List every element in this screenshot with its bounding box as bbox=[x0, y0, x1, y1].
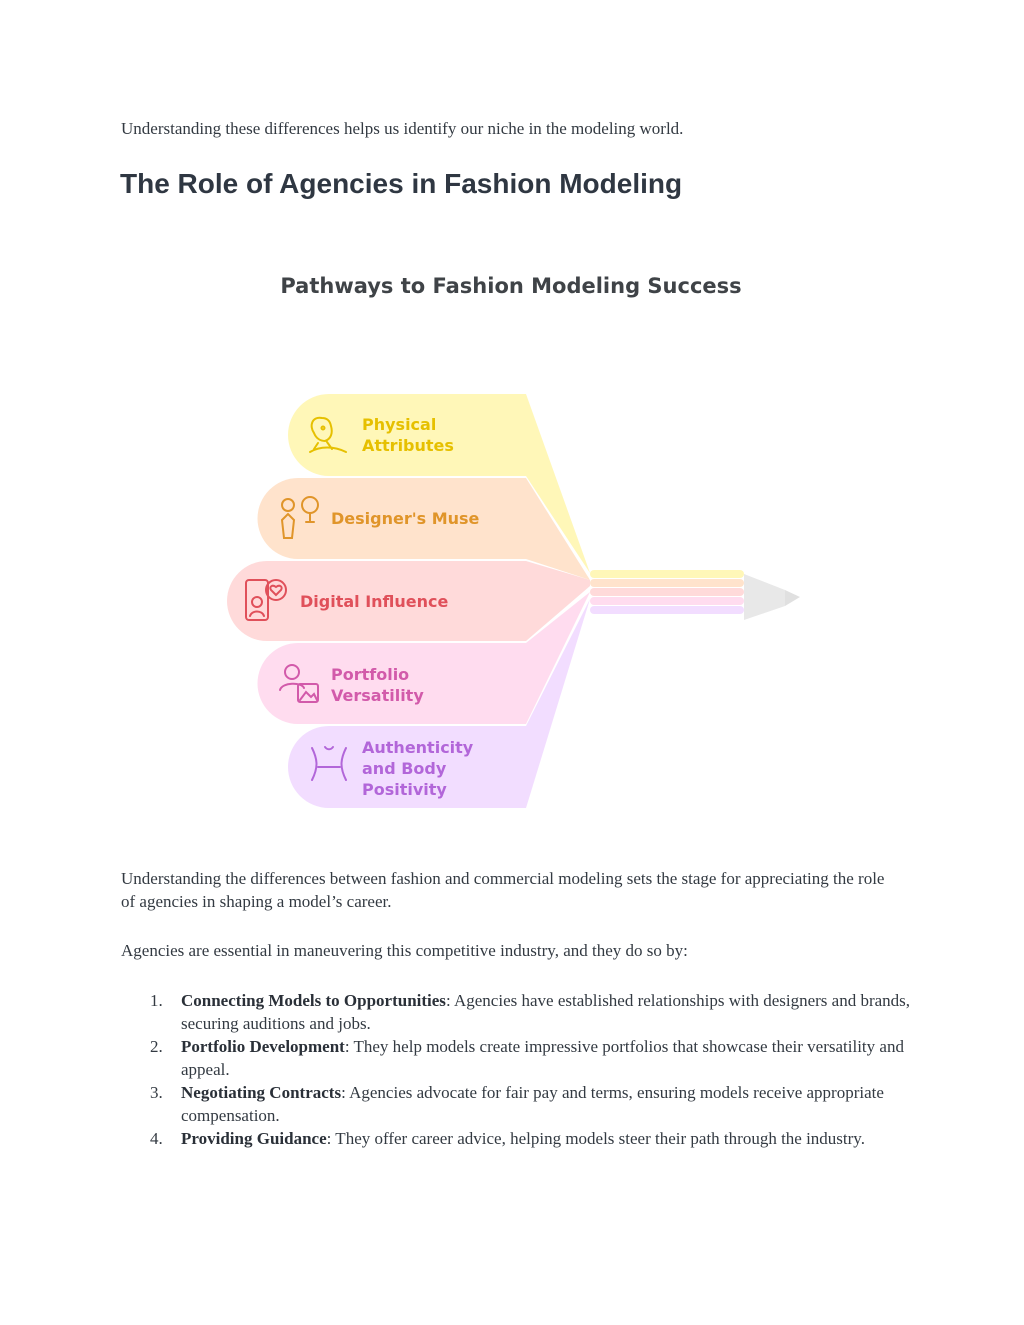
wedge-portfolio-versatility bbox=[526, 592, 590, 724]
wedge-physical-attributes bbox=[526, 394, 590, 573]
stripe-physical-attributes bbox=[590, 570, 744, 578]
stripe-portfolio-versatility bbox=[590, 597, 744, 605]
item-label-digital-influence: Digital Influence bbox=[300, 592, 449, 611]
list-item: 2. Portfolio Development: They help mode… bbox=[121, 1035, 911, 1081]
item-digital-influence bbox=[227, 561, 526, 641]
item-label-physical-attributes: Physical Attributes bbox=[362, 415, 454, 455]
paragraph-2: Agencies are essential in maneuvering th… bbox=[121, 941, 688, 960]
list-item-title: Providing Guidance bbox=[181, 1129, 327, 1148]
list-number: 3. bbox=[150, 1083, 163, 1102]
item-portfolio-versatility bbox=[257, 643, 526, 724]
item-label-portfolio-versatility: Portfolio Versatility bbox=[331, 665, 424, 705]
list-item: 3. Negotiating Contracts: Agencies advoc… bbox=[121, 1081, 911, 1127]
phone-heart-icon bbox=[245, 579, 287, 621]
pathways-diagram-svg: Pathways to Fashion Modeling Success bbox=[227, 274, 800, 808]
list-item-text: : Agencies have established relationship… bbox=[181, 991, 911, 1033]
list-item-title: Negotiating Contracts bbox=[181, 1083, 342, 1102]
list-item-title: Connecting Models to Opportunities bbox=[181, 991, 446, 1010]
list-number: 2. bbox=[150, 1037, 163, 1056]
list-number: 1. bbox=[150, 991, 163, 1010]
item-authenticity bbox=[288, 726, 526, 808]
agency-roles-list: 1. Connecting Models to Opportunities: A… bbox=[121, 989, 911, 1150]
wedge-digital-influence bbox=[526, 561, 590, 641]
pencil-point bbox=[785, 590, 800, 606]
diagram-title: Pathways to Fashion Modeling Success bbox=[280, 274, 741, 298]
list-item-text: : They help models create impressive por… bbox=[181, 1037, 904, 1079]
portfolio-photo-icon bbox=[279, 664, 319, 703]
list-item-text: : Agencies advocate for fair pay and ter… bbox=[181, 1083, 884, 1125]
item-label-designers-muse: Designer's Muse bbox=[331, 509, 480, 528]
stripe-authenticity bbox=[590, 606, 744, 614]
stripe-digital-influence bbox=[590, 588, 744, 596]
list-number: 4. bbox=[150, 1129, 163, 1148]
person-profile-icon bbox=[309, 416, 347, 453]
designer-muse-icon bbox=[280, 496, 319, 539]
pathways-diagram: Pathways to Fashion Modeling Success bbox=[0, 240, 1024, 840]
stripe-designers-muse bbox=[590, 579, 744, 587]
body-figure-icon bbox=[311, 746, 347, 781]
wedge-designers-muse bbox=[526, 478, 590, 580]
pencil-tip bbox=[744, 574, 785, 620]
item-designers-muse bbox=[257, 478, 526, 559]
wedge-authenticity bbox=[526, 599, 590, 808]
list-item: 4. Providing Guidance: They offer career… bbox=[121, 1127, 911, 1150]
item-label-authenticity: Authenticity and Body Positivity bbox=[362, 738, 479, 799]
item-physical-attributes bbox=[288, 394, 526, 476]
list-item: 1. Connecting Models to Opportunities: A… bbox=[121, 989, 911, 1035]
intro-text: Understanding these differences helps us… bbox=[121, 119, 684, 138]
list-item-text: : They offer career advice, helping mode… bbox=[326, 1129, 865, 1148]
list-item-title: Portfolio Development bbox=[181, 1037, 345, 1056]
paragraph-1: Understanding the differences between fa… bbox=[121, 869, 885, 911]
section-heading: The Role of Agencies in Fashion Modeling bbox=[120, 168, 683, 199]
